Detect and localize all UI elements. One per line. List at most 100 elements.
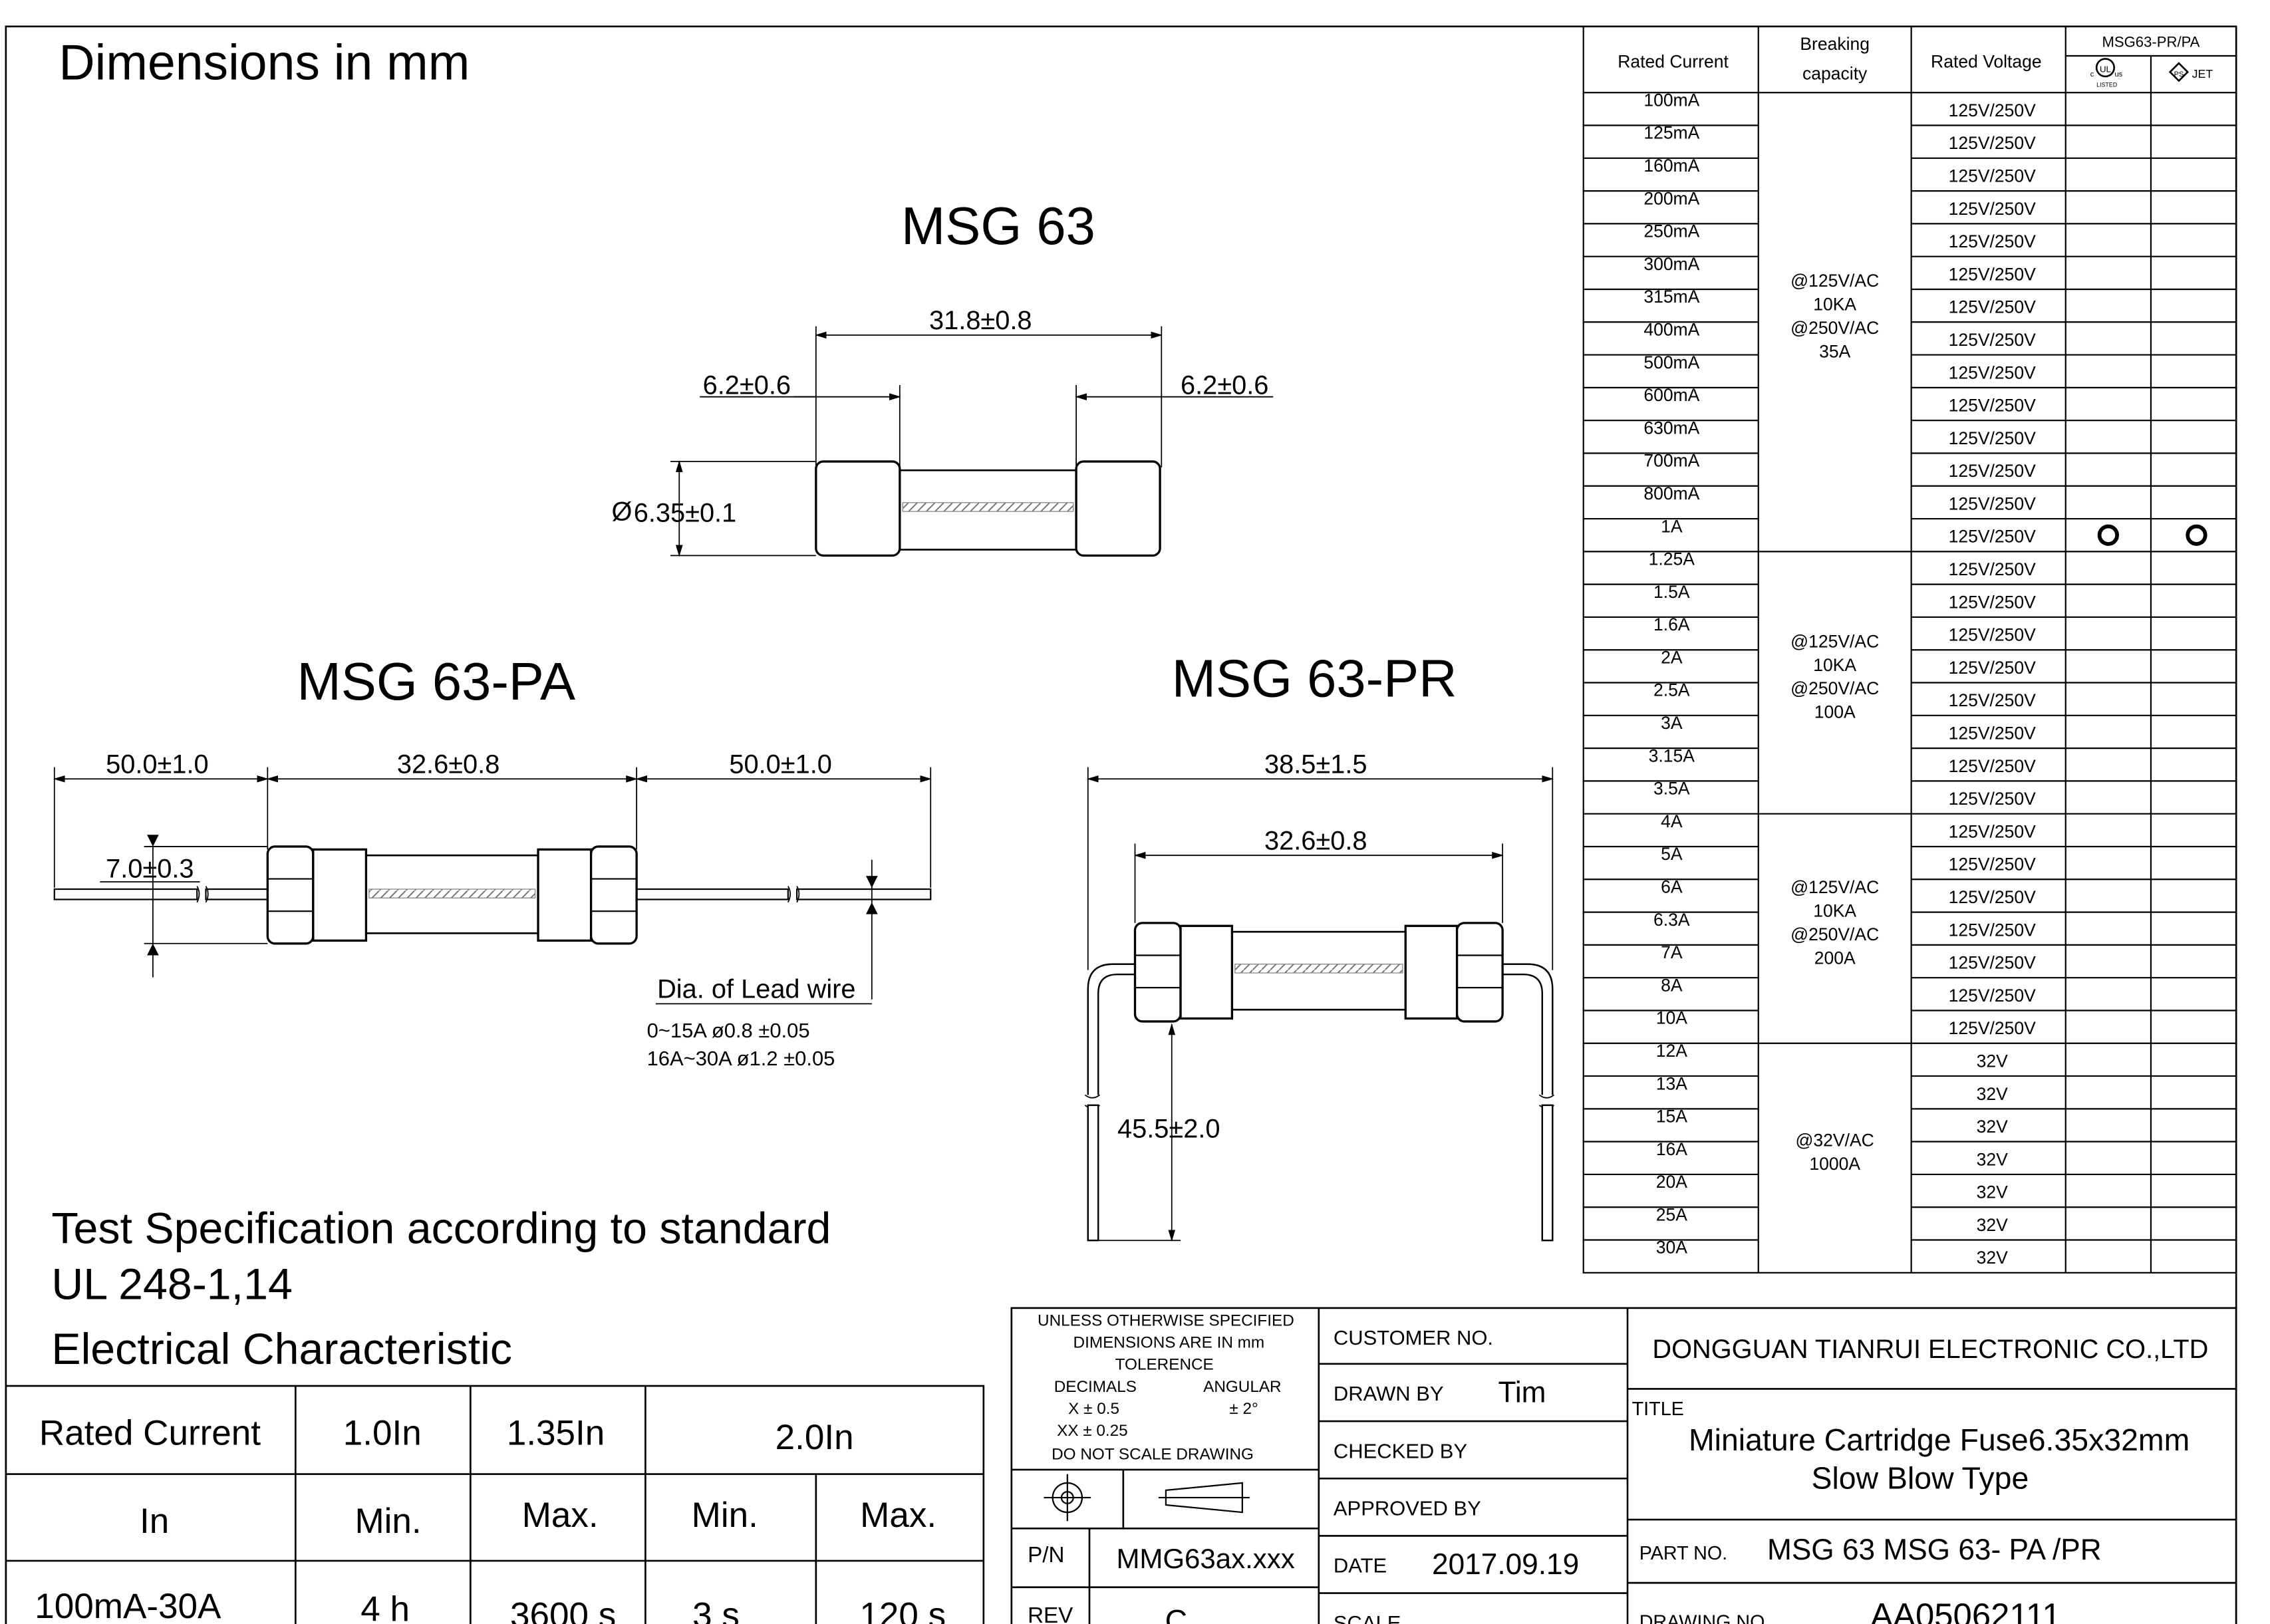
msg63-diameter-dim: 6.35±0.1 bbox=[634, 499, 737, 528]
rating-current-29: 12A bbox=[1656, 1041, 1687, 1061]
rating-voltage-35: 32V bbox=[1977, 1248, 2008, 1268]
tb-drawn-value: Tim bbox=[1498, 1376, 1546, 1409]
rating-voltage-9: 125V/250V bbox=[1949, 396, 2037, 416]
tb-customer-label: CUSTOMER NO. bbox=[1334, 1326, 1493, 1349]
pr-cap-left bbox=[1133, 922, 1182, 1023]
svg-text:PS: PS bbox=[2174, 70, 2184, 78]
pr-cap-right bbox=[1455, 922, 1504, 1023]
rating-voltage-12: 125V/250V bbox=[1949, 493, 2037, 513]
rating-voltage-6: 125V/250V bbox=[1949, 297, 2037, 317]
rating-current-8: 500mA bbox=[1643, 352, 1699, 372]
rating-current-14: 1.25A bbox=[1649, 549, 1695, 569]
breaking-capacity-1-2: @250V/AC bbox=[1790, 678, 1879, 698]
elec-range: 100mA-30A bbox=[35, 1587, 221, 1624]
rating-voltage-20: 125V/250V bbox=[1949, 756, 2037, 776]
jet-cert-mark bbox=[2186, 524, 2207, 546]
rating-voltage-22: 125V/250V bbox=[1949, 821, 2037, 841]
rating-voltage-18: 125V/250V bbox=[1949, 690, 2037, 710]
rating-current-22: 4A bbox=[1661, 811, 1683, 831]
rating-current-21: 3.5A bbox=[1653, 779, 1690, 799]
tb-drawn-label: DRAWN BY bbox=[1334, 1382, 1444, 1405]
rating-current-28: 10A bbox=[1656, 1008, 1687, 1028]
tb-checked-label: CHECKED BY bbox=[1334, 1439, 1467, 1462]
rating-current-23: 5A bbox=[1661, 844, 1683, 864]
pa-cap-left bbox=[266, 845, 315, 945]
pa-body-dim: 32.6±0.8 bbox=[397, 749, 500, 779]
rating-voltage-30: 32V bbox=[1977, 1084, 2008, 1104]
breaking-capacity-3-0: @32V/AC bbox=[1796, 1131, 1874, 1150]
rating-current-35: 30A bbox=[1656, 1238, 1687, 1258]
tb-x-tol: X ± 0.5 bbox=[1068, 1400, 1119, 1418]
tb-approved-label: APPROVED BY bbox=[1334, 1496, 1481, 1520]
rating-voltage-3: 125V/250V bbox=[1949, 199, 2037, 219]
pr-overall-dim: 38.5±1.5 bbox=[1264, 749, 1367, 779]
svg-text:c: c bbox=[2090, 70, 2094, 78]
rating-voltage-1: 125V/250V bbox=[1949, 133, 2037, 153]
pse-jet-logo: PS JET bbox=[2168, 62, 2213, 82]
rating-voltage-26: 125V/250V bbox=[1949, 953, 2037, 973]
elec-min-1: Min. bbox=[355, 1502, 421, 1541]
breaking-capacity-0-3: 35A bbox=[1819, 341, 1850, 361]
svg-text:JET: JET bbox=[2192, 67, 2213, 80]
pr-lead-left bbox=[1087, 963, 1135, 1095]
pr-lead-dim: 45.5±2.0 bbox=[1117, 1115, 1220, 1144]
lead-wire-row-2: 16A~30A ø1.2 ±0.05 bbox=[647, 1047, 835, 1070]
tb-angular: ANGULAR bbox=[1203, 1378, 1281, 1396]
elec-v4: 120 s bbox=[859, 1595, 946, 1624]
rating-current-13: 1A bbox=[1661, 516, 1683, 536]
msg63-element bbox=[902, 502, 1074, 512]
rating-current-16: 1.6A bbox=[1653, 614, 1690, 634]
pa-lead-left-dim: 50.0±1.0 bbox=[106, 749, 209, 779]
test-spec-line1: Test Specification according to standard bbox=[51, 1204, 831, 1254]
rating-voltage-28: 125V/250V bbox=[1949, 1018, 2037, 1038]
msg63-cap-right-dim: 6.2±0.6 bbox=[1181, 370, 1268, 400]
rating-current-24: 6A bbox=[1661, 877, 1683, 897]
rating-voltage-17: 125V/250V bbox=[1949, 658, 2037, 678]
msg63-title: MSG 63 bbox=[901, 196, 1095, 255]
pa-lead-right bbox=[636, 888, 789, 900]
lead-wire-row-1: 0~15A ø0.8 ±0.05 bbox=[647, 1019, 810, 1042]
msg63-cap-right bbox=[1075, 460, 1161, 557]
ratings-h-rated-current: Rated Current bbox=[1618, 52, 1729, 72]
tb-ang-tol: ± 2° bbox=[1229, 1400, 1258, 1418]
elec-v2: 3600 s bbox=[510, 1595, 616, 1624]
rating-voltage-29: 32V bbox=[1977, 1051, 2008, 1071]
tb-decimals: DECIMALS bbox=[1054, 1378, 1137, 1396]
rating-voltage-19: 125V/250V bbox=[1949, 724, 2037, 744]
rating-current-27: 8A bbox=[1661, 975, 1683, 995]
svg-text:us: us bbox=[2114, 70, 2122, 78]
rating-current-33: 20A bbox=[1656, 1172, 1687, 1192]
ratings-h-breaking-1: Breaking bbox=[1800, 34, 1870, 54]
diameter-symbol: Ø bbox=[612, 497, 633, 526]
elec-v3: 3 s bbox=[692, 1595, 740, 1624]
rating-current-17: 2A bbox=[1661, 647, 1683, 667]
rating-current-20: 3.15A bbox=[1649, 745, 1695, 765]
pr-lead-right bbox=[1502, 963, 1554, 1095]
tb-date-value: 2017.09.19 bbox=[1432, 1548, 1579, 1581]
ratings-table: 100mA125V/250V125mA125V/250V160mA125V/25… bbox=[1582, 25, 2237, 1274]
rating-current-31: 15A bbox=[1656, 1107, 1687, 1127]
svg-text:LISTED: LISTED bbox=[2096, 81, 2117, 88]
pr-title: MSG 63-PR bbox=[1172, 649, 1457, 708]
ratings-h-breaking-2: capacity bbox=[1802, 63, 1868, 83]
tb-date-label: DATE bbox=[1334, 1554, 1387, 1577]
breaking-capacity-2-1: 10KA bbox=[1813, 901, 1856, 921]
rating-current-15: 1.5A bbox=[1653, 582, 1690, 602]
tb-pn-value: MMG63ax.xxx bbox=[1116, 1543, 1294, 1574]
breaking-capacity-1-3: 100A bbox=[1814, 702, 1856, 722]
rating-voltage-15: 125V/250V bbox=[1949, 592, 2037, 612]
rating-current-11: 700mA bbox=[1643, 451, 1699, 471]
elec-h-rated-current: Rated Current bbox=[39, 1413, 261, 1452]
rating-voltage-13: 125V/250V bbox=[1949, 527, 2037, 547]
rating-current-3: 200mA bbox=[1643, 188, 1699, 208]
lead-wire-title: Dia. of Lead wire bbox=[657, 975, 855, 1004]
view-msg63-pr: MSG 63-PR 38.5±1.5 32.6±0.8 45.5±2.0 bbox=[1084, 649, 1555, 1242]
breaking-capacity-3-1: 1000A bbox=[1809, 1154, 1860, 1174]
view-msg63: MSG 63 31.8±0.8 6.2±0.6 6.2±0.6 Ø 6.35±0… bbox=[612, 196, 1274, 557]
rating-voltage-5: 125V/250V bbox=[1949, 264, 2037, 284]
pa-lead-right-dim: 50.0±1.0 bbox=[729, 749, 832, 779]
tb-rev-label: REV bbox=[1028, 1603, 1073, 1624]
rating-current-7: 400mA bbox=[1643, 320, 1699, 340]
rating-voltage-31: 32V bbox=[1977, 1117, 2008, 1137]
